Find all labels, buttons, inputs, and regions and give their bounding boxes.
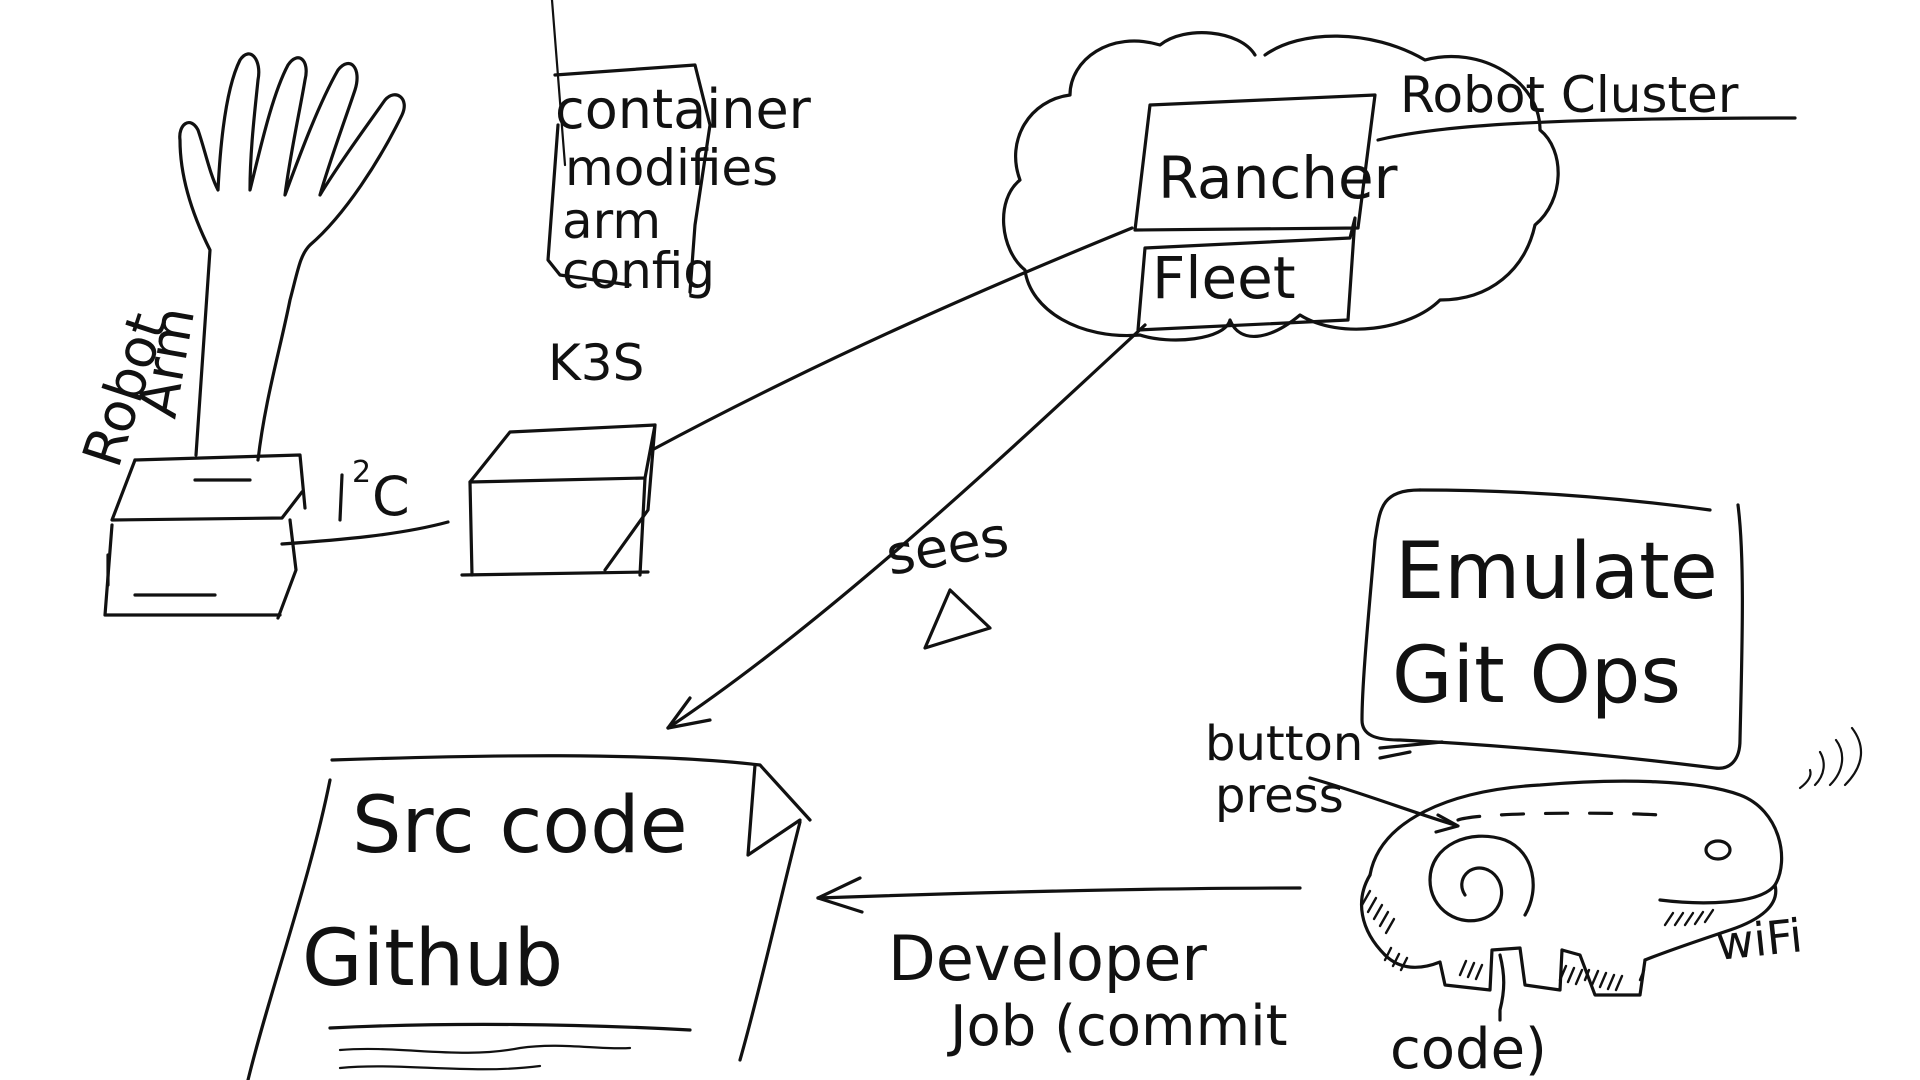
k3s-label: K3S (548, 334, 644, 392)
robot-device (1360, 726, 1863, 1022)
i2c-label-superscript: 2 (352, 455, 371, 490)
rancher-k3s-link (650, 226, 1134, 452)
i2c-label-c: C (372, 465, 410, 528)
emulate-gitops-box (1360, 488, 1744, 770)
rancher-box (1133, 93, 1377, 232)
button-label: button (1205, 716, 1363, 772)
container-note-line4: config (562, 242, 715, 300)
src-code-label: Src code (352, 781, 688, 871)
cloud-shape (1001, 31, 1560, 342)
i2c-connection (280, 473, 450, 546)
robot-arm-drawing (103, 52, 406, 620)
rancher-label: Rancher (1158, 144, 1398, 212)
container-note-line2: modifies (565, 139, 778, 197)
developer-commit-arrow (816, 876, 1302, 914)
sees-label: sees (881, 504, 1013, 587)
delta-symbol (923, 588, 992, 650)
robot-cluster-label: Robot Cluster (1400, 66, 1739, 124)
job-commit-label: Job (commit (947, 994, 1288, 1059)
git-ops-label: Git Ops (1392, 631, 1681, 721)
robot-cluster-leader (1376, 116, 1797, 142)
developer-label: Developer (888, 922, 1207, 995)
button-press-leader (1308, 740, 1460, 834)
fleet-label: Fleet (1152, 244, 1296, 312)
fleet-sees-github-arrow (666, 323, 1147, 730)
k3s-box (460, 423, 657, 577)
wifi-label: wiFi (1714, 908, 1805, 971)
container-note-line1: container (555, 78, 812, 141)
code-close-label: code) (1390, 1017, 1547, 1080)
container-note (546, 0, 712, 294)
emulate-label: Emulate (1395, 527, 1718, 617)
press-label: press (1215, 768, 1344, 824)
github-label: Github (302, 914, 563, 1004)
container-note-line3: arm (562, 192, 661, 250)
fleet-box (1136, 216, 1357, 332)
github-document (246, 754, 812, 1080)
